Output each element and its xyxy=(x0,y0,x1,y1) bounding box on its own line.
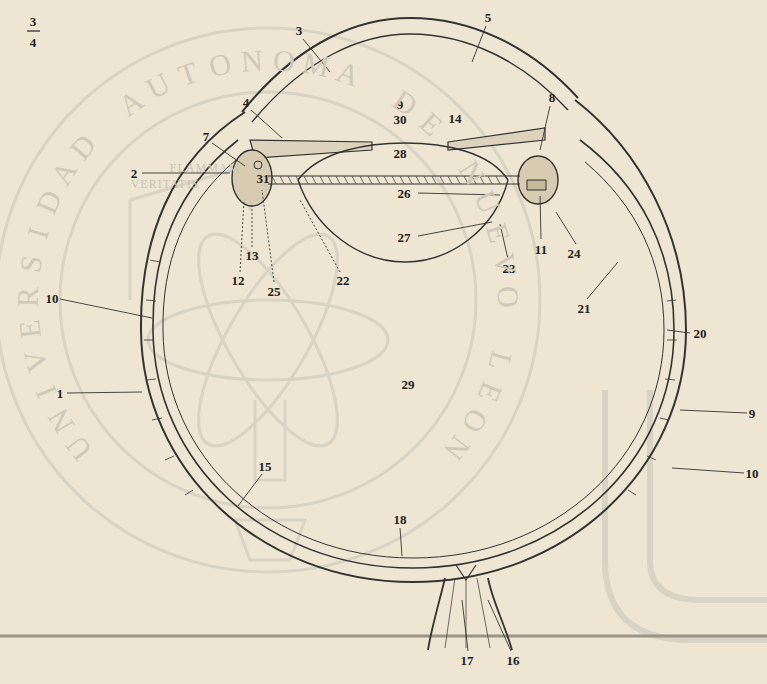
callout-number: 4 xyxy=(243,96,250,109)
callout-number: 28 xyxy=(394,147,407,160)
page-rule xyxy=(0,635,767,638)
callout-number: 11 xyxy=(535,243,547,256)
watermark-text: VERITATIS xyxy=(131,178,200,190)
watermark-text: FLAMMAM xyxy=(170,162,240,174)
callout-number: 15 xyxy=(259,460,272,473)
callout-number: 31 xyxy=(257,172,270,185)
callout-number: 25 xyxy=(268,285,281,298)
callout-number: 17 xyxy=(461,654,474,667)
watermark-seal xyxy=(0,28,767,640)
callout-number: 3 xyxy=(30,15,37,28)
callout-number: 10 xyxy=(746,467,759,480)
fraction-bar xyxy=(27,30,40,31)
callout-number: 29 xyxy=(402,378,415,391)
callout-number: 22 xyxy=(337,274,350,287)
callout-number: 12 xyxy=(232,274,245,287)
leader-lines xyxy=(60,26,747,651)
callout-number: 20 xyxy=(694,327,707,340)
eyeball xyxy=(141,18,686,650)
callout-number: 26 xyxy=(398,187,411,200)
callout-number: 4 xyxy=(30,36,37,49)
callout-number: 27 xyxy=(398,231,411,244)
callout-number: 14 xyxy=(449,112,462,125)
callout-number: 18 xyxy=(394,513,407,526)
callout-number: 10 xyxy=(46,292,59,305)
callout-number: 21 xyxy=(578,302,591,315)
callout-number: 3 xyxy=(296,24,303,37)
callout-number: 5 xyxy=(485,11,492,24)
callout-number: 7 xyxy=(203,130,210,143)
callout-number: 24 xyxy=(568,247,581,260)
callout-number: 13 xyxy=(246,249,259,262)
callout-number: 16 xyxy=(507,654,520,667)
callout-number: 8 xyxy=(549,91,556,104)
callout-number: 9 xyxy=(749,407,756,420)
